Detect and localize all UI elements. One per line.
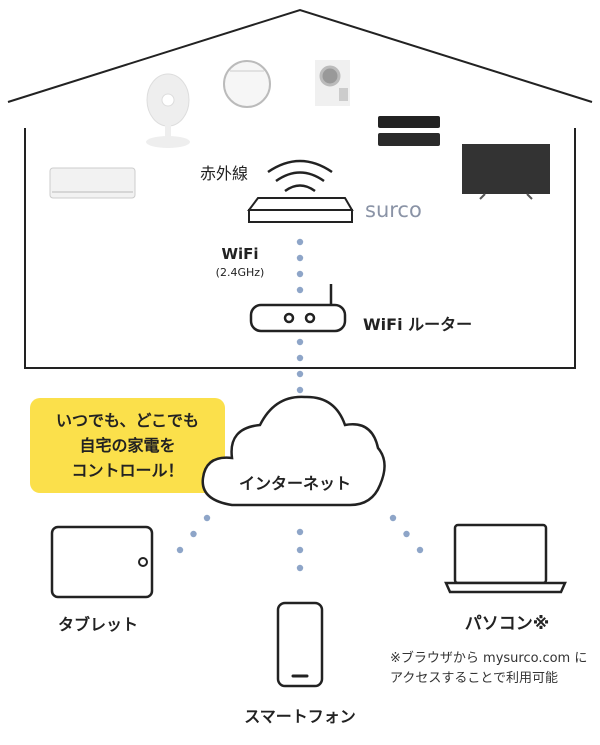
infrared-waves-icon <box>267 159 333 193</box>
connection-dot <box>190 530 197 538</box>
pc-note-line-1: ※ブラウザから mysurco.com に <box>390 651 588 666</box>
connection-dot <box>389 514 397 522</box>
tablet-label: タブレット <box>57 615 139 634</box>
connection-dot <box>403 530 410 538</box>
surco-label: surco <box>365 198 422 222</box>
connection-dot <box>296 338 304 346</box>
callout-box: いつでも、どこでも 自宅の家電を コントロール！ <box>30 408 225 483</box>
callout-line-3: コントロール！ <box>71 461 184 480</box>
connection-dot <box>296 238 304 246</box>
infrared-label: 赤外線 <box>200 164 249 183</box>
intercom-icon <box>315 60 350 106</box>
callout-box-bg <box>30 398 225 493</box>
connection-dot <box>203 514 211 522</box>
wifi-label: WiFi <box>221 245 259 263</box>
fan-icon <box>146 73 190 148</box>
pc-note-line-2: アクセスすることで利用可能 <box>390 671 558 686</box>
connection-dot <box>296 370 304 378</box>
internet-label: インターネット <box>238 474 352 493</box>
router-label: WiFi ルーター <box>363 315 473 334</box>
callout-line-1: いつでも、どこでも <box>55 411 200 430</box>
smartphone-label: スマートフォン <box>244 707 356 726</box>
connection-dot <box>296 286 304 294</box>
house-roof <box>7 8 593 103</box>
router-icon <box>249 284 347 333</box>
connection-dot <box>296 254 304 262</box>
pc-note: ※ブラウザから mysurco.com に アクセスすることで利用可能 <box>390 649 587 689</box>
recorder-icon <box>378 116 440 146</box>
robot-vacuum-icon <box>223 60 271 108</box>
connection-dot <box>296 386 304 394</box>
air-conditioner-icon <box>49 167 136 199</box>
connection-dot <box>296 528 304 536</box>
smartphone-icon <box>276 601 324 688</box>
tv-icon <box>462 144 550 200</box>
callout-line-2: 自宅の家電を <box>79 436 176 455</box>
connection-dots <box>176 238 424 572</box>
connection-dot <box>416 546 424 554</box>
connection-dot <box>176 546 184 554</box>
wifi-band-label: (2.4GHz) <box>215 266 265 279</box>
house-walls <box>24 128 576 369</box>
tablet-icon <box>50 525 154 599</box>
connection-dot <box>296 270 304 278</box>
connection-dot <box>296 564 304 572</box>
pc-label: パソコン※ <box>464 614 550 634</box>
connection-dot <box>296 354 304 362</box>
connection-dot <box>296 546 304 554</box>
surco-device-icon <box>247 197 354 223</box>
cloud-icon <box>201 395 386 507</box>
laptop-icon <box>444 523 567 594</box>
